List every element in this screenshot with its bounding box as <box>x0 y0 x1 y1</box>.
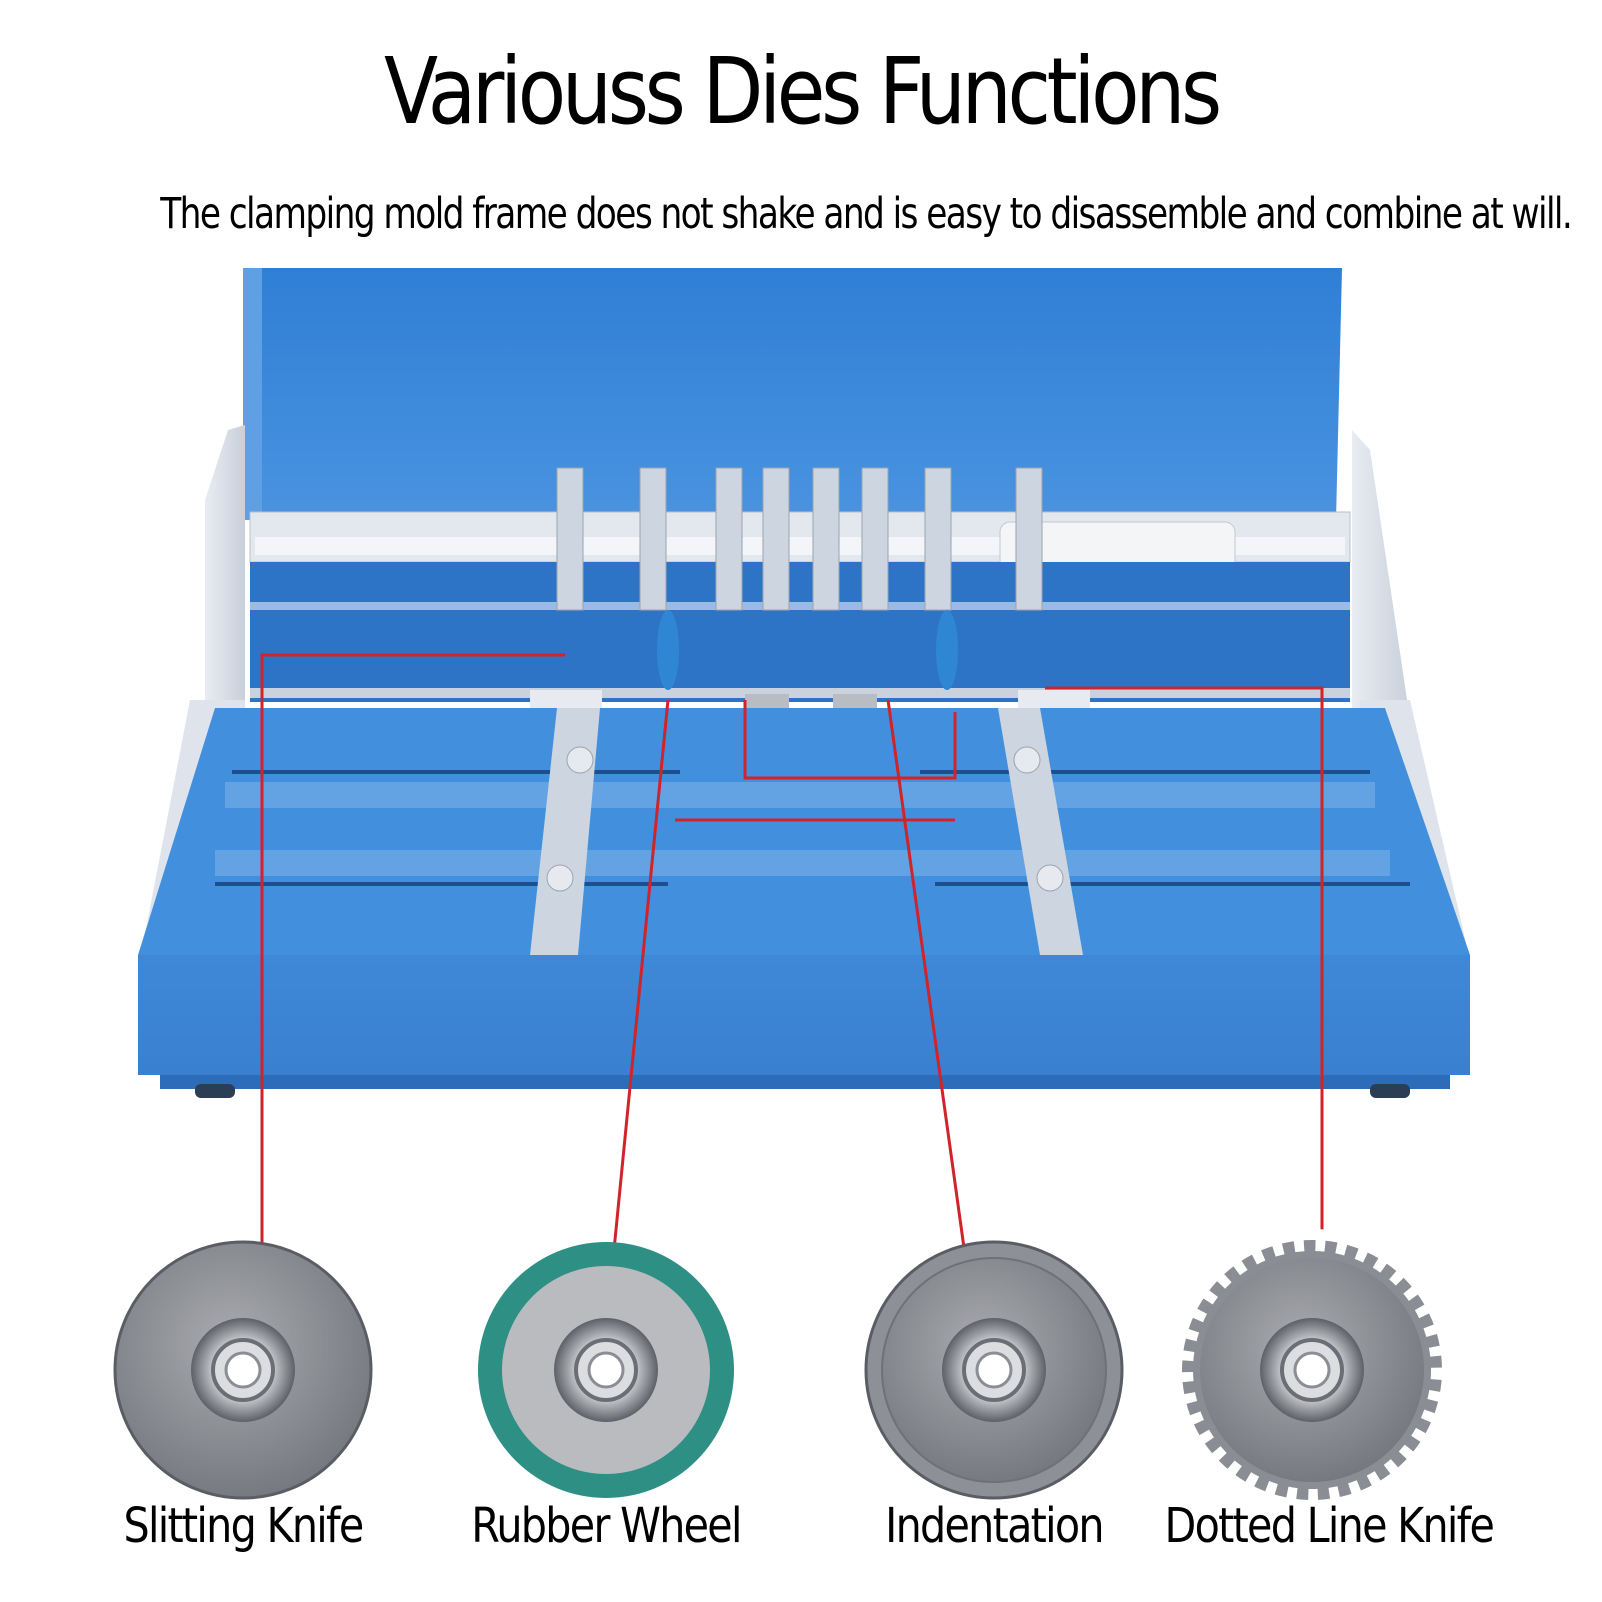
die-label-slitting-knife: Slitting Knife <box>123 1498 364 1554</box>
callout-lines <box>260 653 1324 1262</box>
machine-base <box>138 955 1470 1098</box>
ruler-rail <box>249 511 1351 571</box>
slitting-knife-disc-icon <box>113 1240 373 1500</box>
page-subtitle: The clamping mold frame does not shake a… <box>160 189 1573 239</box>
dotted-line-knife-icon <box>1171 1229 1453 1511</box>
die-label-dotted-line-knife: Dotted Line Knife <box>1164 1498 1495 1554</box>
feed-table <box>138 708 1470 955</box>
rubber-wheel-icon <box>478 1242 734 1498</box>
roller-channel <box>250 562 1350 702</box>
machine-cover-board <box>243 268 1342 520</box>
page-title: Variouss Dies Functions <box>384 38 1222 145</box>
indentation-wheel-icon <box>864 1240 1124 1500</box>
die-label-indentation: Indentation <box>885 1498 1104 1554</box>
die-holders <box>530 467 1090 716</box>
die-label-rubber-wheel: Rubber Wheel <box>471 1498 742 1554</box>
